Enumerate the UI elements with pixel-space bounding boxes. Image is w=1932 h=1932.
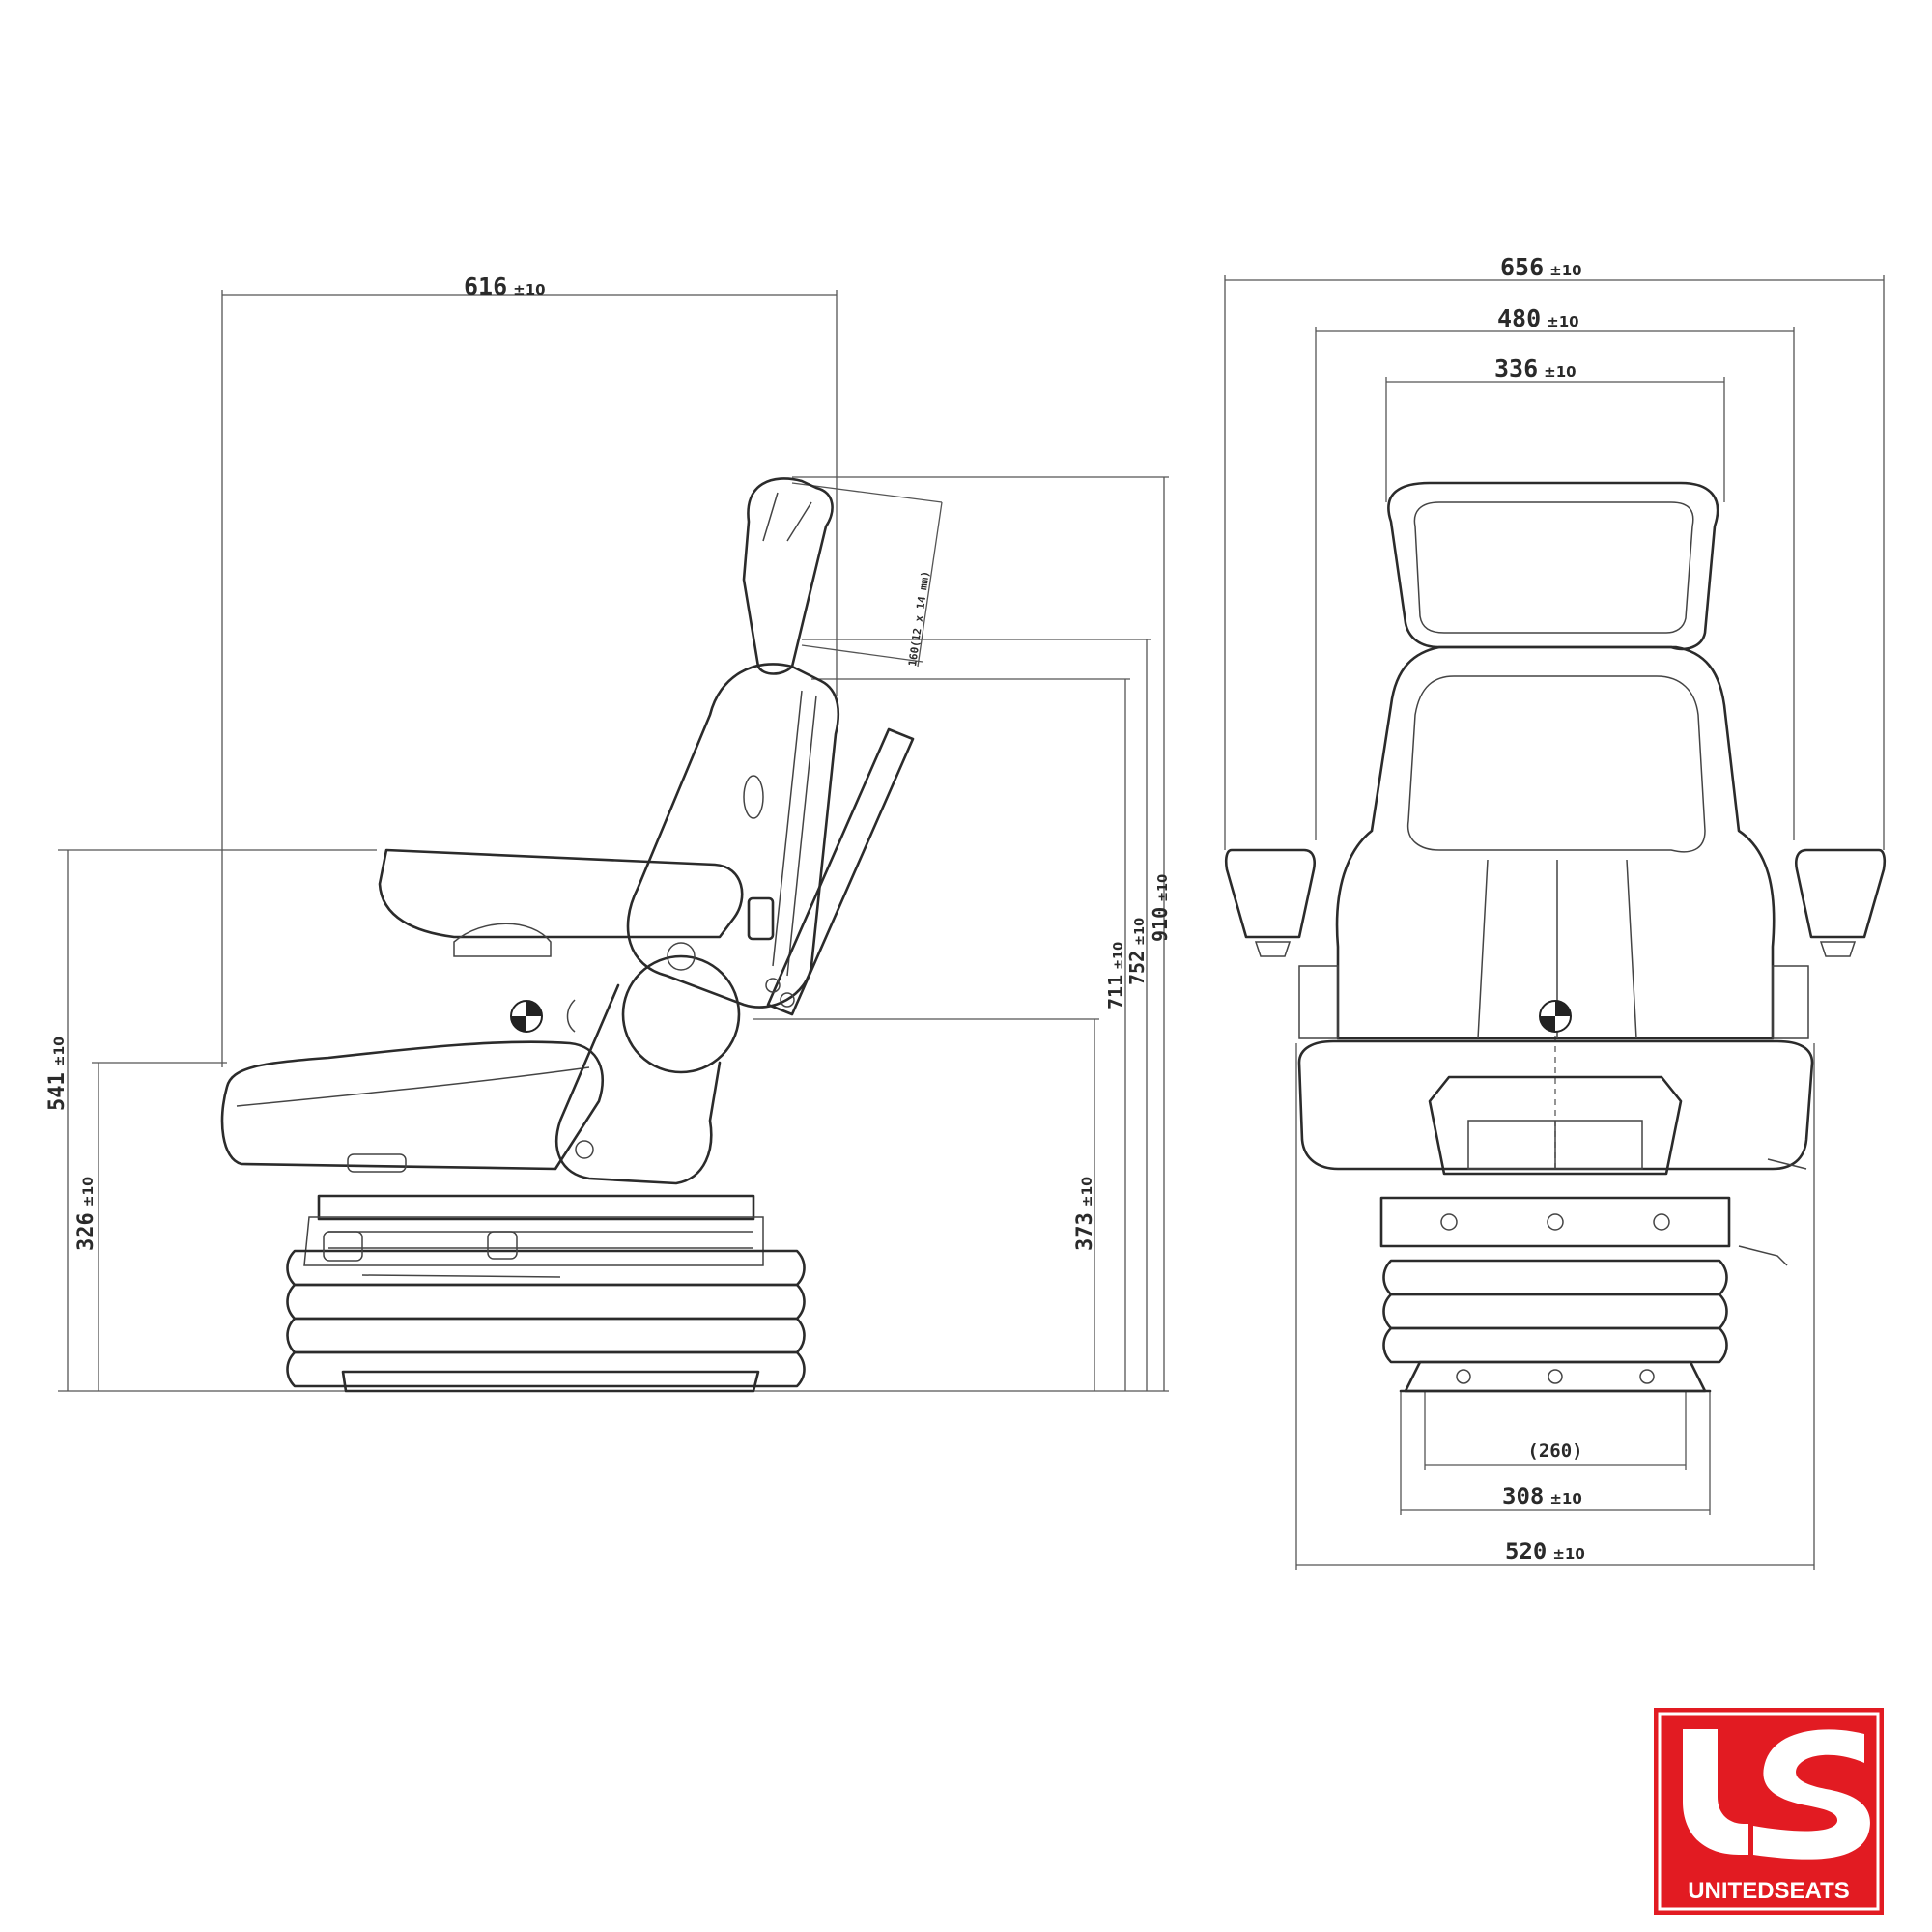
side-center-of-gravity-icon: [510, 999, 576, 1033]
label-541: 541±10: [45, 1037, 70, 1111]
label-910: 910±10: [1149, 874, 1172, 942]
label-260: (260): [1527, 1440, 1582, 1462]
label-headrest-adjust: 160(12 x 14 mm): [906, 570, 932, 667]
front-dimension-labels: 656±10 480±10 336±10 (260) 308±10 520±10: [1494, 253, 1585, 1565]
label-752: 752±10: [1125, 918, 1149, 985]
front-center-of-gravity-icon: [1539, 1000, 1572, 1033]
front-view: 656±10 480±10 336±10 (260) 308±10 520±10: [1224, 253, 1887, 1570]
side-dimension-labels: 616±10 160(12 x 14 mm) 541±10 326±10 373…: [45, 272, 1172, 1251]
label-373: 373±10: [1073, 1177, 1097, 1251]
side-view: 616±10 160(12 x 14 mm) 541±10 326±10 373…: [45, 272, 1172, 1393]
front-seat-outline: [1224, 481, 1887, 1393]
label-520: 520±10: [1505, 1538, 1585, 1565]
label-308: 308±10: [1502, 1483, 1582, 1510]
side-dimension-lines: [58, 290, 1169, 1392]
label-326: 326±10: [74, 1177, 99, 1251]
label-656: 656±10: [1500, 253, 1582, 281]
front-dimension-lines: [1224, 275, 1885, 1570]
label-616: 616±10: [464, 272, 546, 300]
label-336: 336±10: [1494, 355, 1577, 383]
label-711: 711±10: [1104, 942, 1127, 1009]
side-seat-outline: [220, 477, 915, 1393]
unitedseats-logo: UNITEDSEATS: [1654, 1708, 1884, 1915]
brand-name: UNITEDSEATS: [1688, 1878, 1850, 1904]
label-480: 480±10: [1497, 304, 1579, 332]
